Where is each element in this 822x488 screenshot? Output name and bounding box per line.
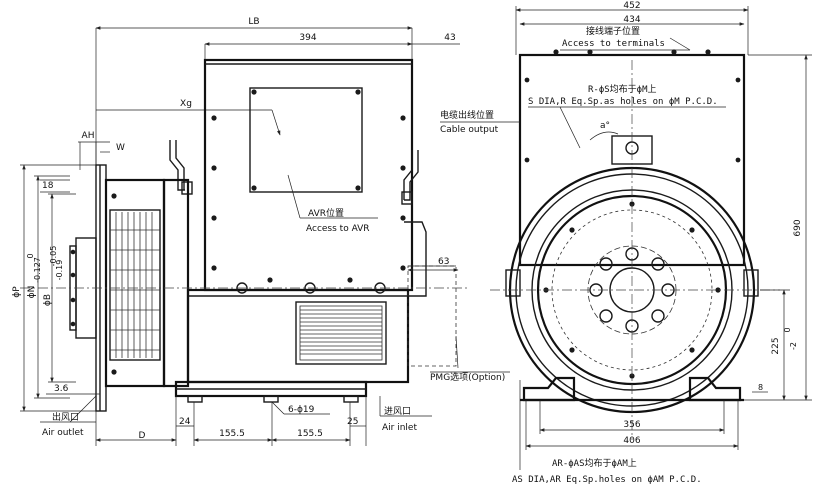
side-view: 452 434 接线端子位置 Access to terminals 690 R… [440,1,812,485]
label-avr-cn: AVR位置 [308,207,344,219]
dim-225: 225 [771,337,781,354]
dim-406: 406 [623,436,640,446]
dim-8: 8 [758,383,763,392]
label-air-inlet-cn: 进风口 [384,406,411,417]
dim-394: 394 [299,33,316,43]
label-air-outlet-cn: 出风口 [52,411,79,423]
dim-155-5-a: 155.5 [219,429,245,439]
front-view: LB 394 43 Xg AH W [12,17,510,446]
dim-225-tol: -2 [789,342,798,350]
dim-18: 18 [42,181,54,191]
dim-356: 356 [623,420,640,430]
dim-25: 25 [347,417,358,427]
dim-d: D [139,431,146,441]
dim-ah: AH [82,131,95,141]
dim-phi-n-tol: -0.127 [33,257,42,283]
dim-452: 452 [623,1,640,11]
dim-angle: a° [600,121,610,131]
dim-43: 43 [444,33,455,43]
dim-24: 24 [179,417,191,427]
dim-phi-b: ϕB [43,294,53,306]
label-r-holes-cn: R-ϕS均布于ϕM上 [588,83,657,95]
label-pmg: PMG选项(Option) [430,371,505,383]
label-cable-en: Cable output [440,125,499,135]
dim-phi-p: ϕP [12,286,22,298]
dim-lb: LB [248,17,259,27]
dim-w: W [116,143,125,153]
label-terminals-cn: 接线端子位置 [586,25,640,37]
label-as-dia: AS DIA,AR Eq.Sp.holes on ϕAM P.C.D. [512,475,702,485]
dim-phi-b-tol: -0.19 [55,260,64,281]
dim-xg: Xg [180,99,192,109]
label-avr-en: Access to AVR [306,224,370,234]
dim-3-6: 3.6 [54,384,69,394]
label-s-dia: S DIA,R Eq.Sp.as holes on ϕM P.C.D. [528,97,718,107]
label-air-inlet-en: Air inlet [382,423,417,433]
dim-434: 434 [623,15,640,25]
dim-225-tol-top: 0 [783,327,792,332]
dim-690: 690 [793,219,803,236]
label-ar-holes-cn: AR-ϕAS均布于ϕAM上 [552,457,637,469]
label-cable-cn: 电缆出线位置 [440,109,494,121]
label-holes: 6-ϕ19 [288,405,315,415]
dim-63: 63 [438,257,449,267]
fan-grille-left [110,212,160,358]
label-terminals-en: Access to terminals [562,39,665,49]
dim-155-5-b: 155.5 [297,429,323,439]
dim-phi-b-tol-top: -0.05 [49,246,58,267]
label-air-outlet-en: Air outlet [42,428,84,438]
dim-phi-n: ϕN [27,286,37,299]
louvre-grille-right [300,309,382,355]
dim-phi-n-tol-top: 0 [26,253,35,258]
